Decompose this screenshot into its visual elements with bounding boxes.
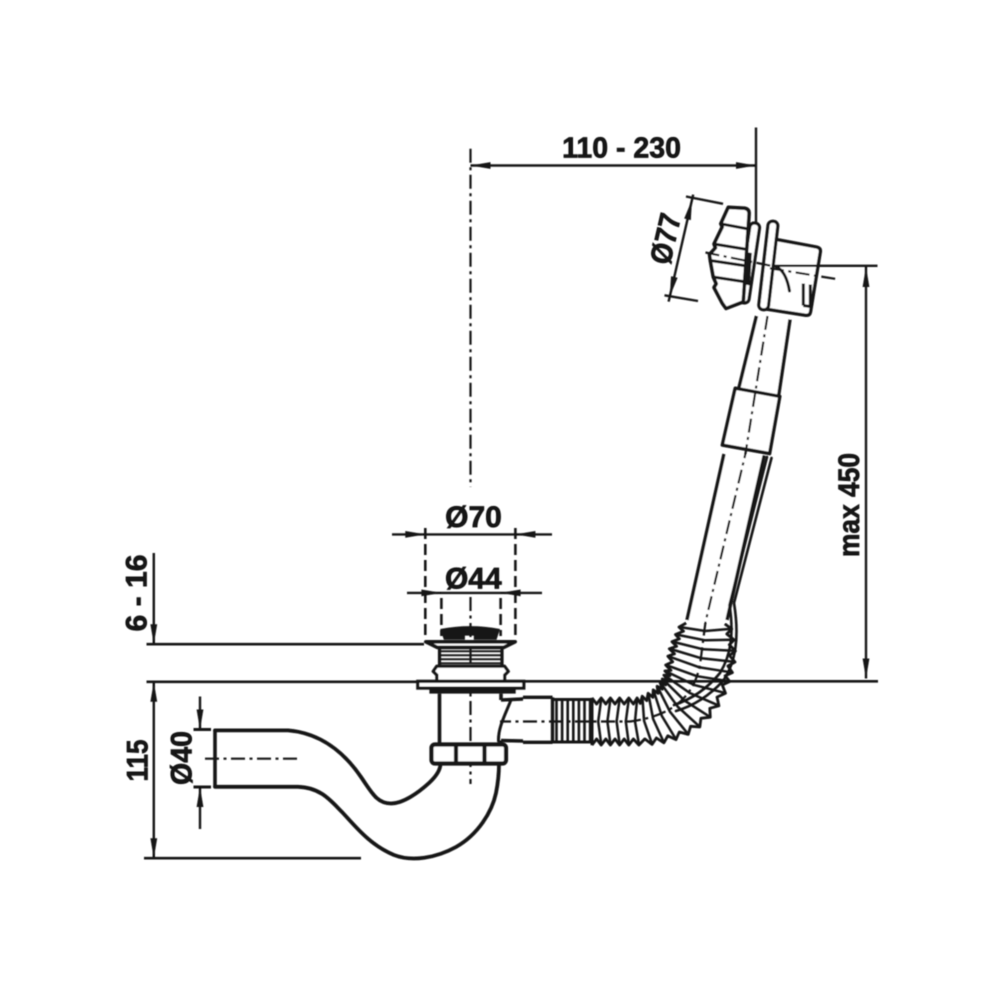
svg-text:Ø70: Ø70 xyxy=(445,501,502,534)
svg-text:110 - 230: 110 - 230 xyxy=(562,133,681,165)
svg-text:115: 115 xyxy=(122,740,155,782)
svg-text:Ø40: Ø40 xyxy=(166,731,199,785)
svg-text:6 - 16: 6 - 16 xyxy=(121,555,154,632)
svg-text:max 450: max 450 xyxy=(833,453,866,557)
svg-text:Ø44: Ø44 xyxy=(445,563,502,596)
